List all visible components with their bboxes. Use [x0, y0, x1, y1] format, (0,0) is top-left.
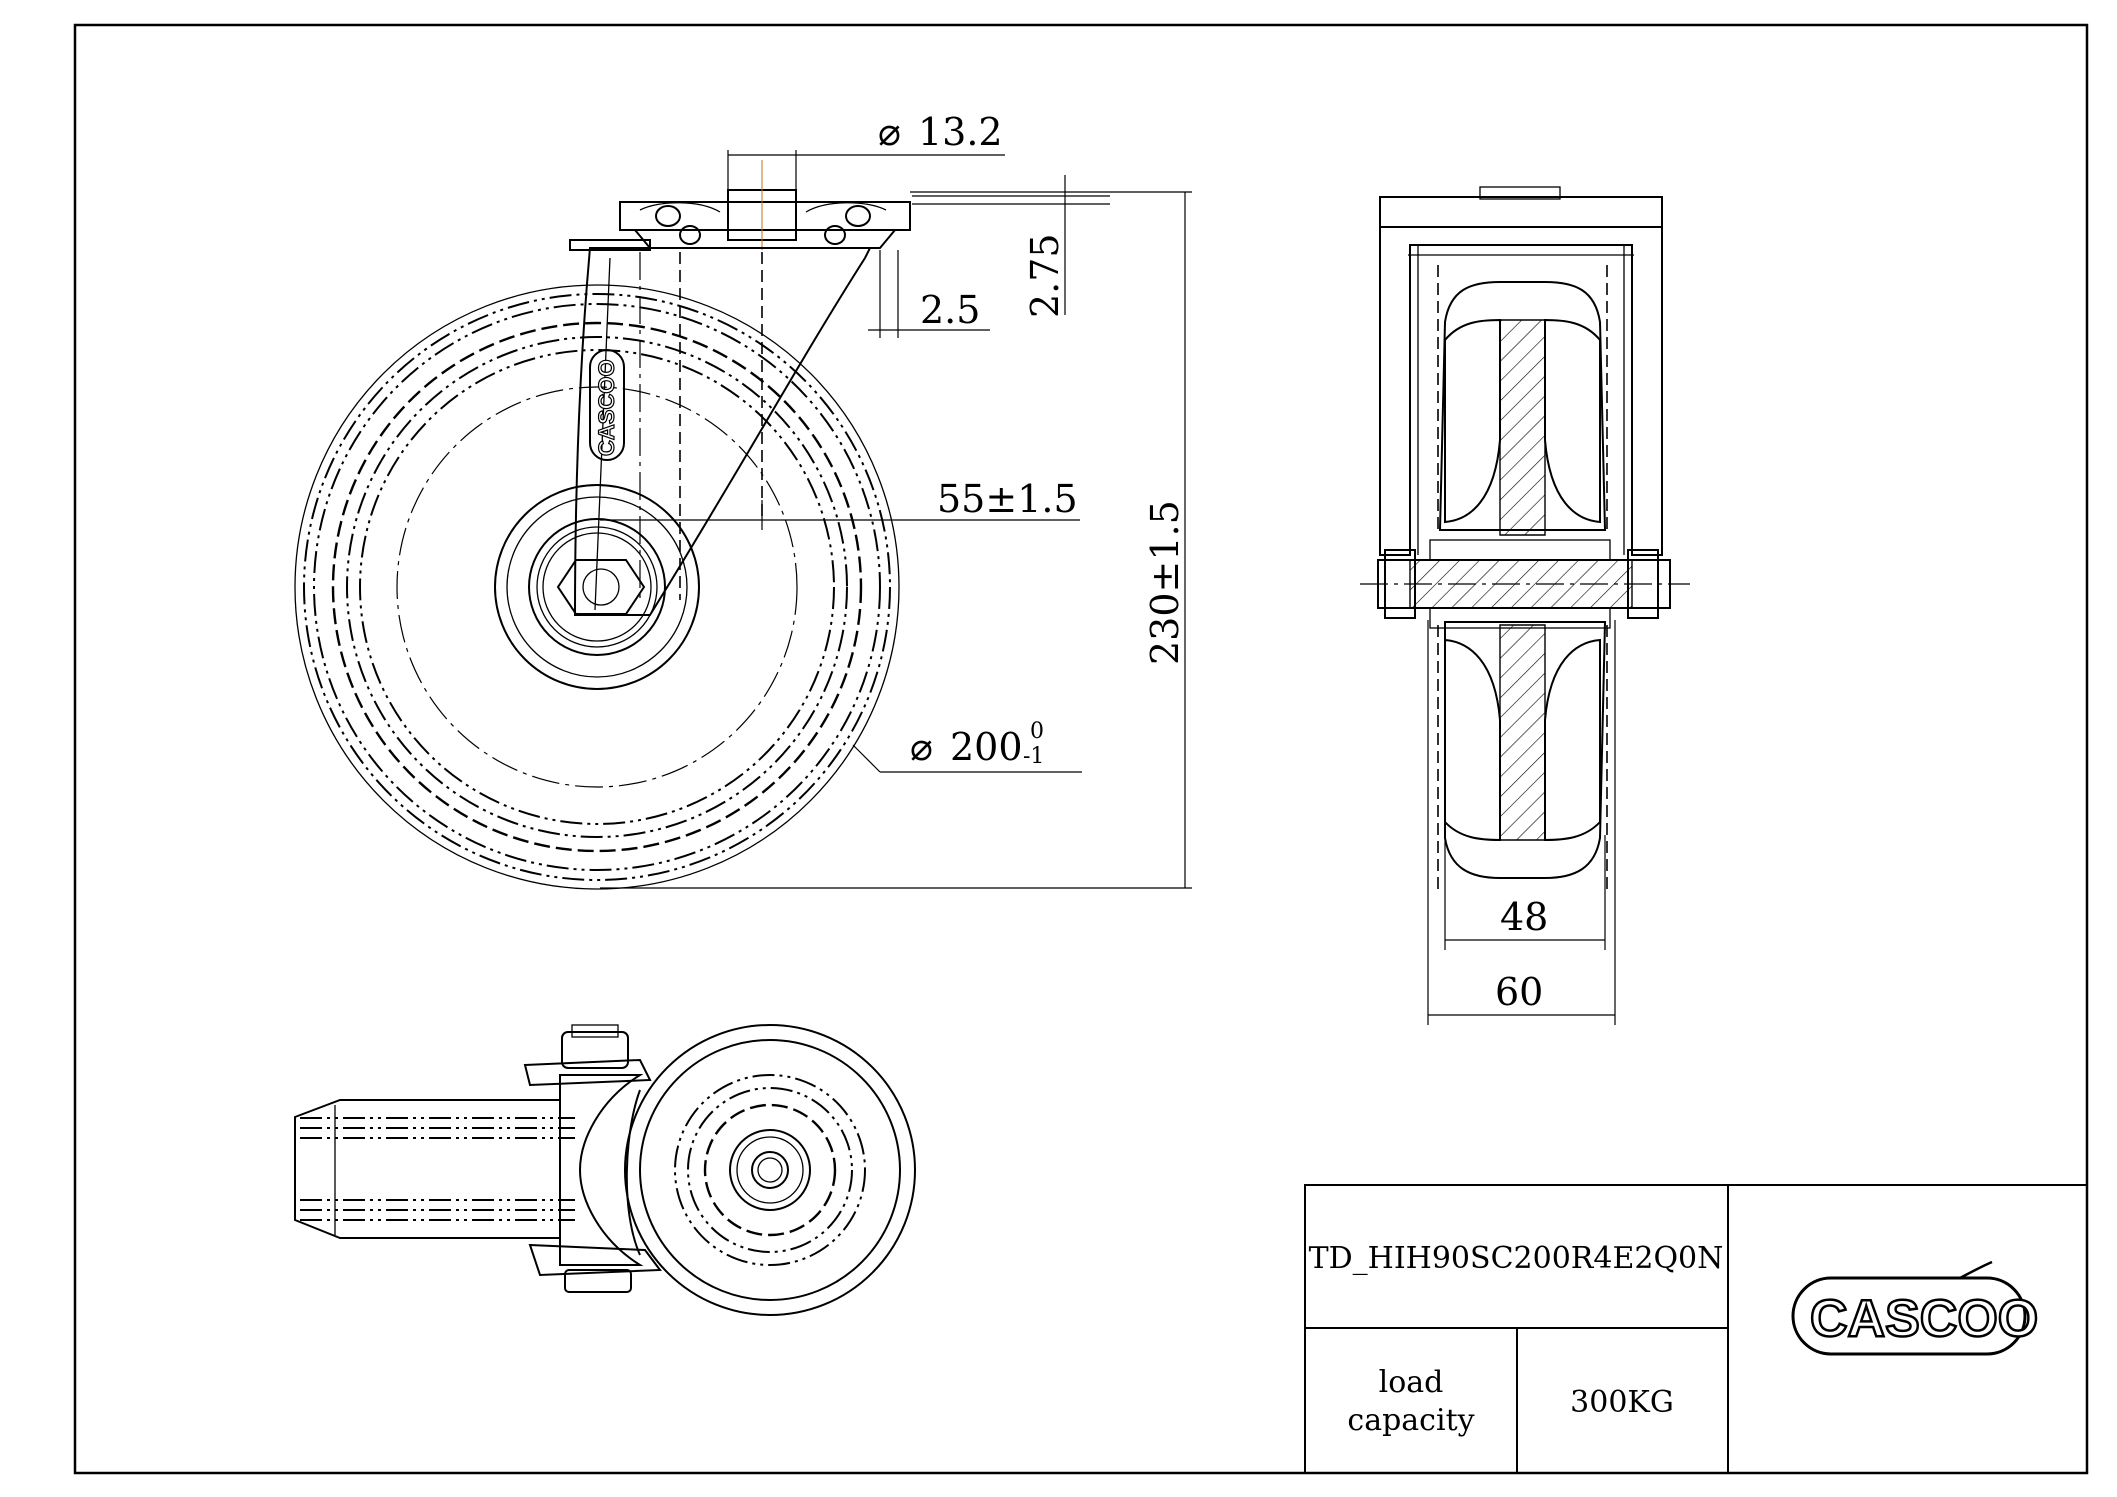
load-label-line2: capacity [1347, 1403, 1474, 1438]
part-number: TD_HIH90SC200R4E2Q0N [1309, 1241, 1724, 1276]
load-label-line1: load [1379, 1365, 1444, 1400]
end-top-plate [1379, 196, 1663, 228]
bracket-logo-text: CASCOO [594, 359, 619, 456]
dim-wheel-diameter-symbol: ⌀ [910, 725, 933, 769]
axle-nut [556, 559, 646, 615]
top-view [294, 1024, 916, 1316]
wheel-hub [494, 484, 700, 690]
top-plate [619, 201, 911, 231]
dim-swivel-clearance: 2.5 [920, 288, 980, 332]
top-plate-disc [624, 1024, 916, 1316]
end-view: 48 60 [1360, 186, 1690, 1025]
dim-overall-width: 60 [1495, 970, 1543, 1014]
dim-bore-value: 13.2 [918, 110, 1003, 154]
dim-wheel-diameter: 200 [950, 725, 1023, 769]
load-value: 300KG [1570, 1385, 1674, 1420]
fork-leg [573, 247, 872, 616]
dim-wheel-tol-lower: -1 [1023, 744, 1044, 769]
wheel-outer [294, 284, 900, 890]
dim-plate-gap: 2.75 [1023, 233, 1067, 318]
side-view: CASCOO ⌀ 13.2 2.75 2.5 55±1.5 230±1.5 ⌀ [294, 110, 1192, 890]
dim-overall-height: 230±1.5 [1143, 500, 1187, 665]
title-block: TD_HIH90SC200R4E2Q0N load capacity 300KG… [1304, 1184, 2088, 1474]
wheel-center-disc [396, 386, 798, 788]
tyre-lower [1444, 621, 1607, 879]
tyre-upper [1438, 281, 1607, 531]
dim-offset: 55±1.5 [937, 477, 1078, 521]
dim-tread-width: 48 [1500, 895, 1548, 939]
brand-logo-text: CASCOO [1810, 1290, 2038, 1348]
dim-wheel-tol-upper: 0 [1030, 719, 1044, 744]
dim-bore-symbol: ⌀ [878, 110, 901, 154]
sheet-border [73, 23, 2089, 1475]
brand-logo [1791, 1276, 2027, 1356]
